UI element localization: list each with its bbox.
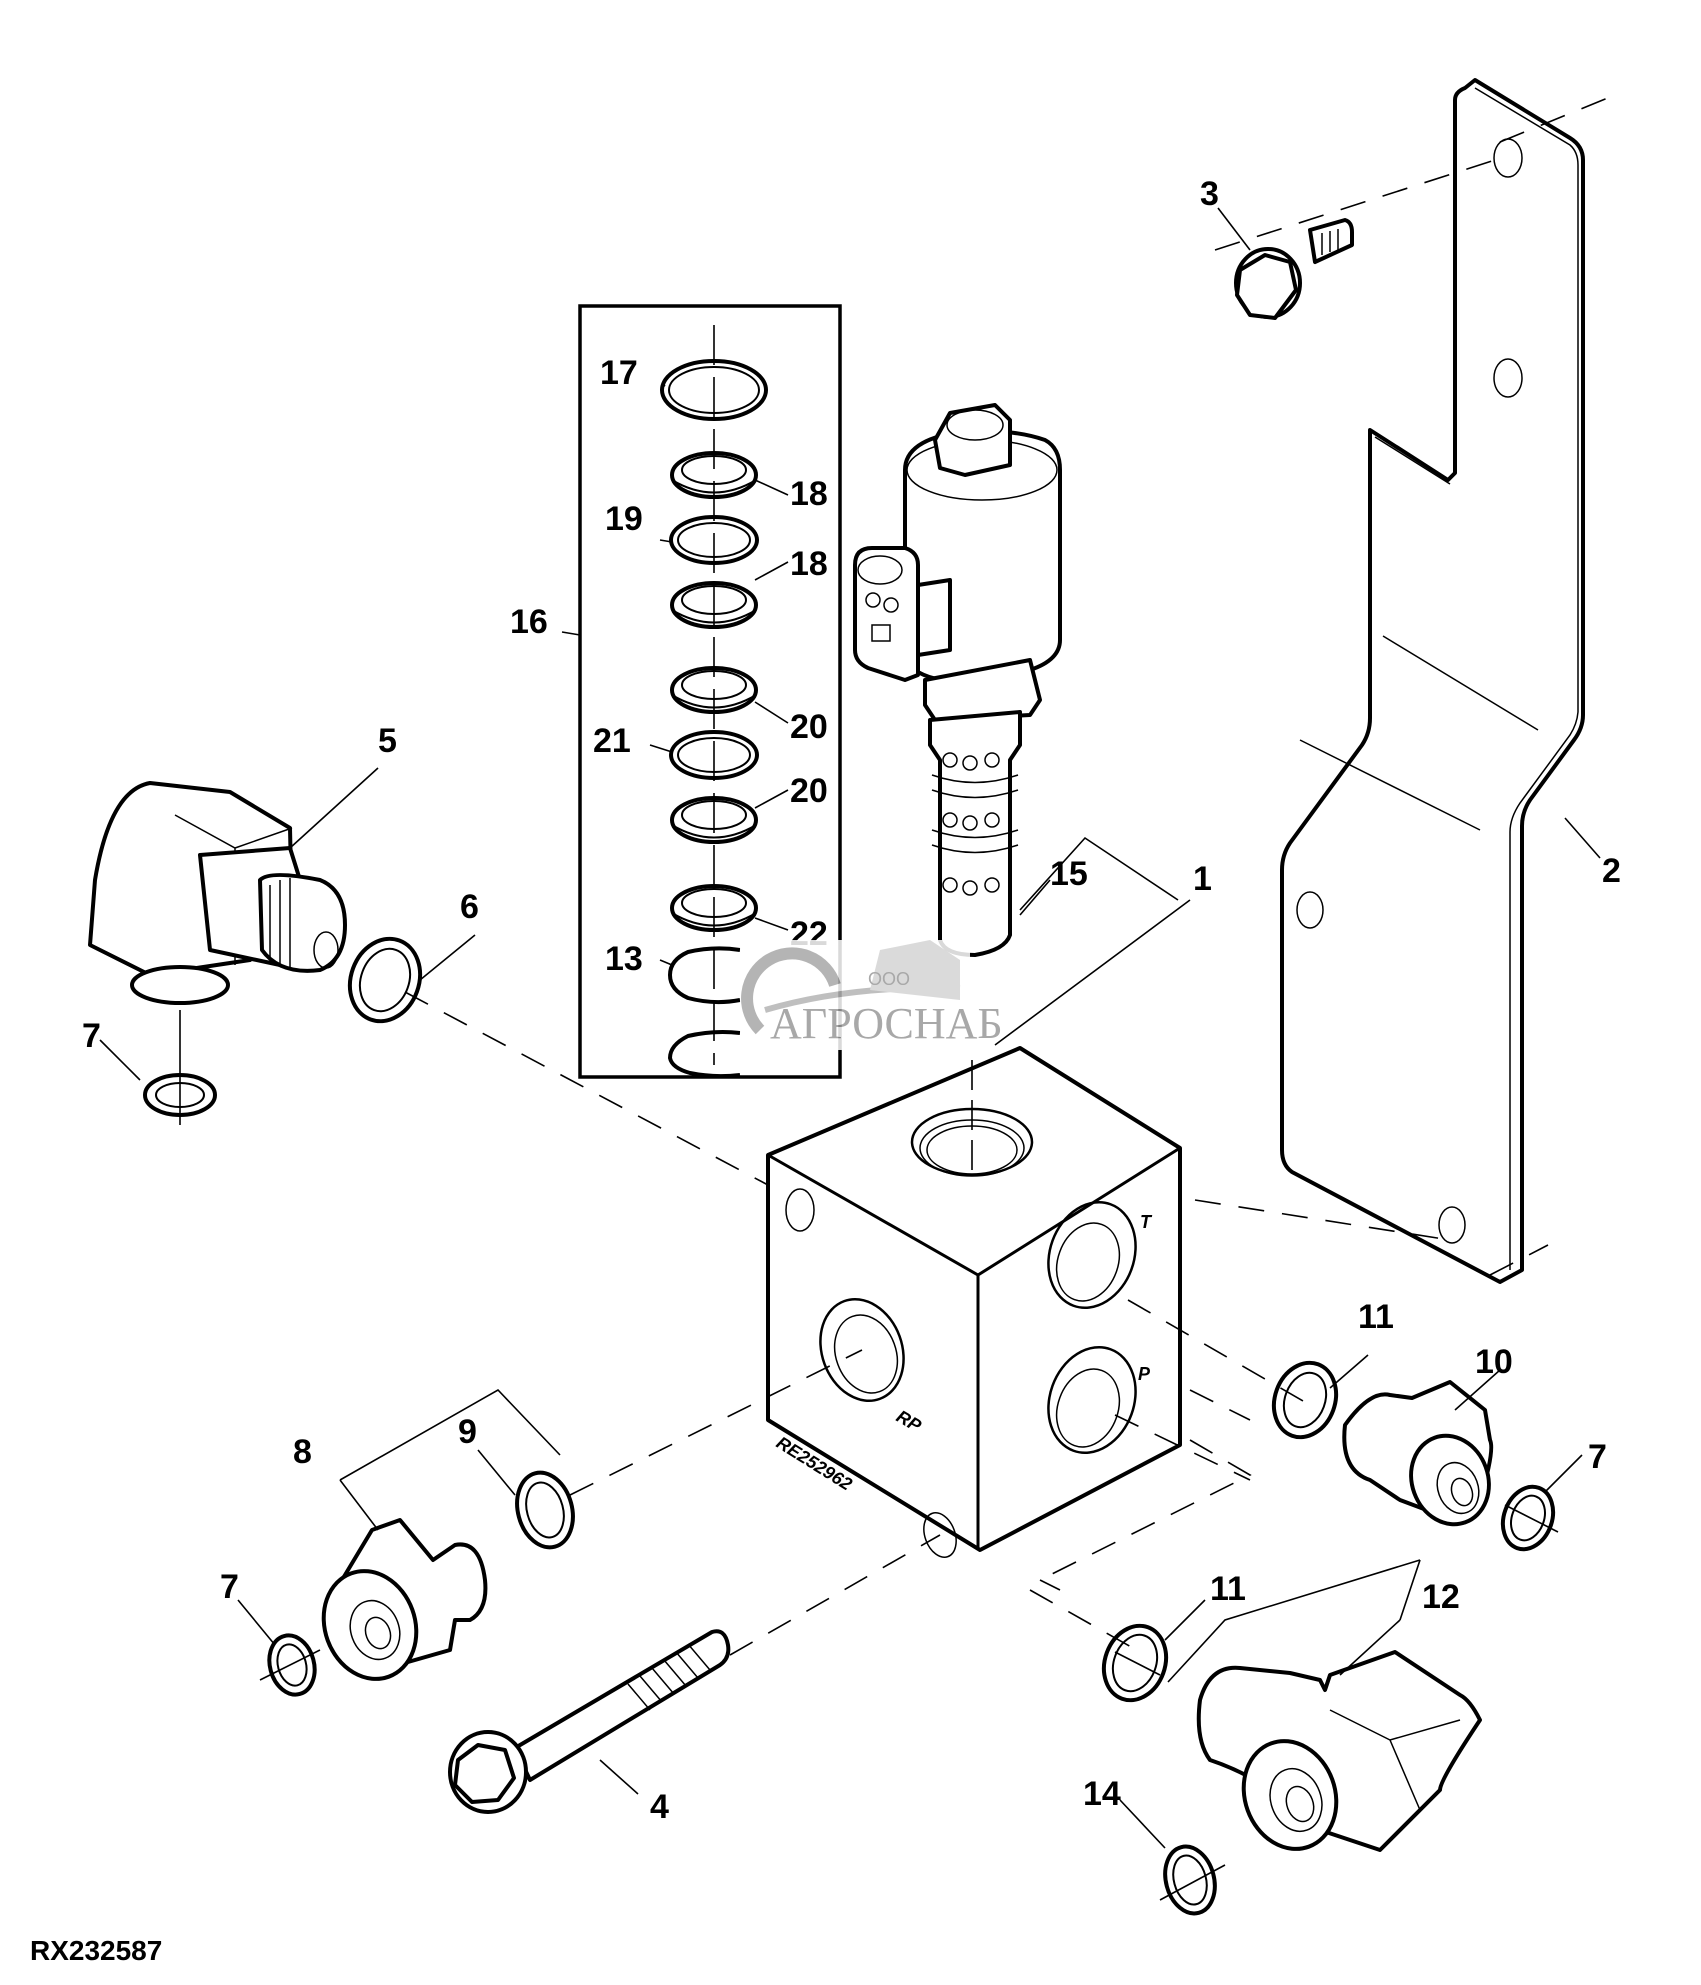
straight-fitting-10[interactable] — [1342, 1380, 1501, 1535]
svg-text:ООО: ООО — [868, 969, 910, 989]
straight-fitting-8[interactable] — [309, 1518, 488, 1692]
backup-ring-18a — [670, 451, 758, 499]
backup-ring-20b — [670, 796, 758, 844]
figure-id: RX232587 — [30, 1935, 162, 1966]
callout-17[interactable]: 17 — [600, 354, 638, 392]
callout-7-left[interactable]: 7 — [220, 1568, 239, 1606]
callout-12[interactable]: 12 — [1422, 1578, 1460, 1616]
o-ring-9[interactable] — [509, 1466, 581, 1553]
callout-9[interactable]: 9 — [458, 1413, 477, 1451]
callout-15[interactable]: 15 — [1050, 855, 1088, 893]
o-ring-7-left[interactable] — [263, 1630, 321, 1699]
callout-6[interactable]: 6 — [460, 888, 479, 926]
port-mark-t: T — [1140, 1212, 1153, 1232]
watermark-logo: ООО АГРОСНАБ — [740, 940, 1003, 1050]
callout-18-lower[interactable]: 18 — [790, 545, 828, 583]
o-ring-6[interactable] — [339, 929, 432, 1031]
backup-ring-18b — [670, 581, 758, 629]
callout-18-upper[interactable]: 18 — [790, 475, 828, 513]
callout-2[interactable]: 2 — [1602, 852, 1621, 890]
valve-block[interactable]: T P RP RE252962 — [766, 1046, 1182, 1562]
callout-13[interactable]: 13 — [605, 940, 643, 978]
callout-11-right[interactable]: 11 — [1358, 1298, 1394, 1336]
backup-ring-20a — [670, 666, 758, 714]
flange-bolt-long[interactable] — [448, 1629, 731, 1814]
elbow-fitting-upper[interactable] — [88, 781, 347, 1005]
callout-7-upper[interactable]: 7 — [82, 1017, 101, 1055]
callout-20-lower[interactable]: 20 — [790, 772, 828, 810]
mounting-bracket[interactable] — [1280, 78, 1585, 1284]
callout-20-upper[interactable]: 20 — [790, 708, 828, 746]
callout-8[interactable]: 8 — [293, 1433, 312, 1471]
callout-labels: 1 2 3 4 5 6 7 7 7 8 9 10 11 11 12 13 14 … — [82, 175, 1621, 1826]
port-mark-p: P — [1138, 1364, 1151, 1384]
o-ring-11-right[interactable] — [1264, 1354, 1346, 1446]
o-ring-7-right[interactable] — [1495, 1480, 1562, 1557]
o-ring-13 — [667, 946, 741, 1005]
callout-3[interactable]: 3 — [1200, 175, 1219, 213]
callout-11-lower[interactable]: 11 — [1210, 1570, 1246, 1608]
harvester-icon — [870, 940, 960, 1000]
callout-19[interactable]: 19 — [605, 500, 643, 538]
seal-kit-frame — [578, 304, 842, 1079]
callout-21[interactable]: 21 — [593, 722, 631, 760]
callout-10[interactable]: 10 — [1475, 1343, 1513, 1381]
watermark-text: АГРОСНАБ — [770, 999, 1003, 1048]
callout-14[interactable]: 14 — [1083, 1775, 1121, 1813]
backup-ring-22 — [670, 884, 758, 932]
solenoid-cartridge-valve[interactable] — [853, 403, 1062, 957]
o-ring-14[interactable] — [1158, 1841, 1222, 1919]
callout-16[interactable]: 16 — [510, 603, 548, 641]
o-ring-19 — [669, 515, 759, 565]
callout-leaders — [99, 207, 1601, 1849]
o-ring-11-lower[interactable] — [1094, 1617, 1176, 1709]
elbow-fitting-lower[interactable] — [1196, 1650, 1482, 1862]
flange-bolt-short[interactable] — [1234, 218, 1354, 320]
seal-kit-rings[interactable] — [660, 325, 768, 1079]
callout-5[interactable]: 5 — [378, 722, 397, 760]
assembly-centerlines — [259, 94, 1616, 1901]
o-ring-21 — [669, 730, 759, 780]
o-ring-17 — [660, 359, 768, 421]
gear-icon — [741, 947, 841, 1035]
callout-1[interactable]: 1 — [1193, 860, 1212, 898]
callout-4[interactable]: 4 — [650, 1788, 669, 1826]
callout-7-right[interactable]: 7 — [1588, 1438, 1607, 1476]
